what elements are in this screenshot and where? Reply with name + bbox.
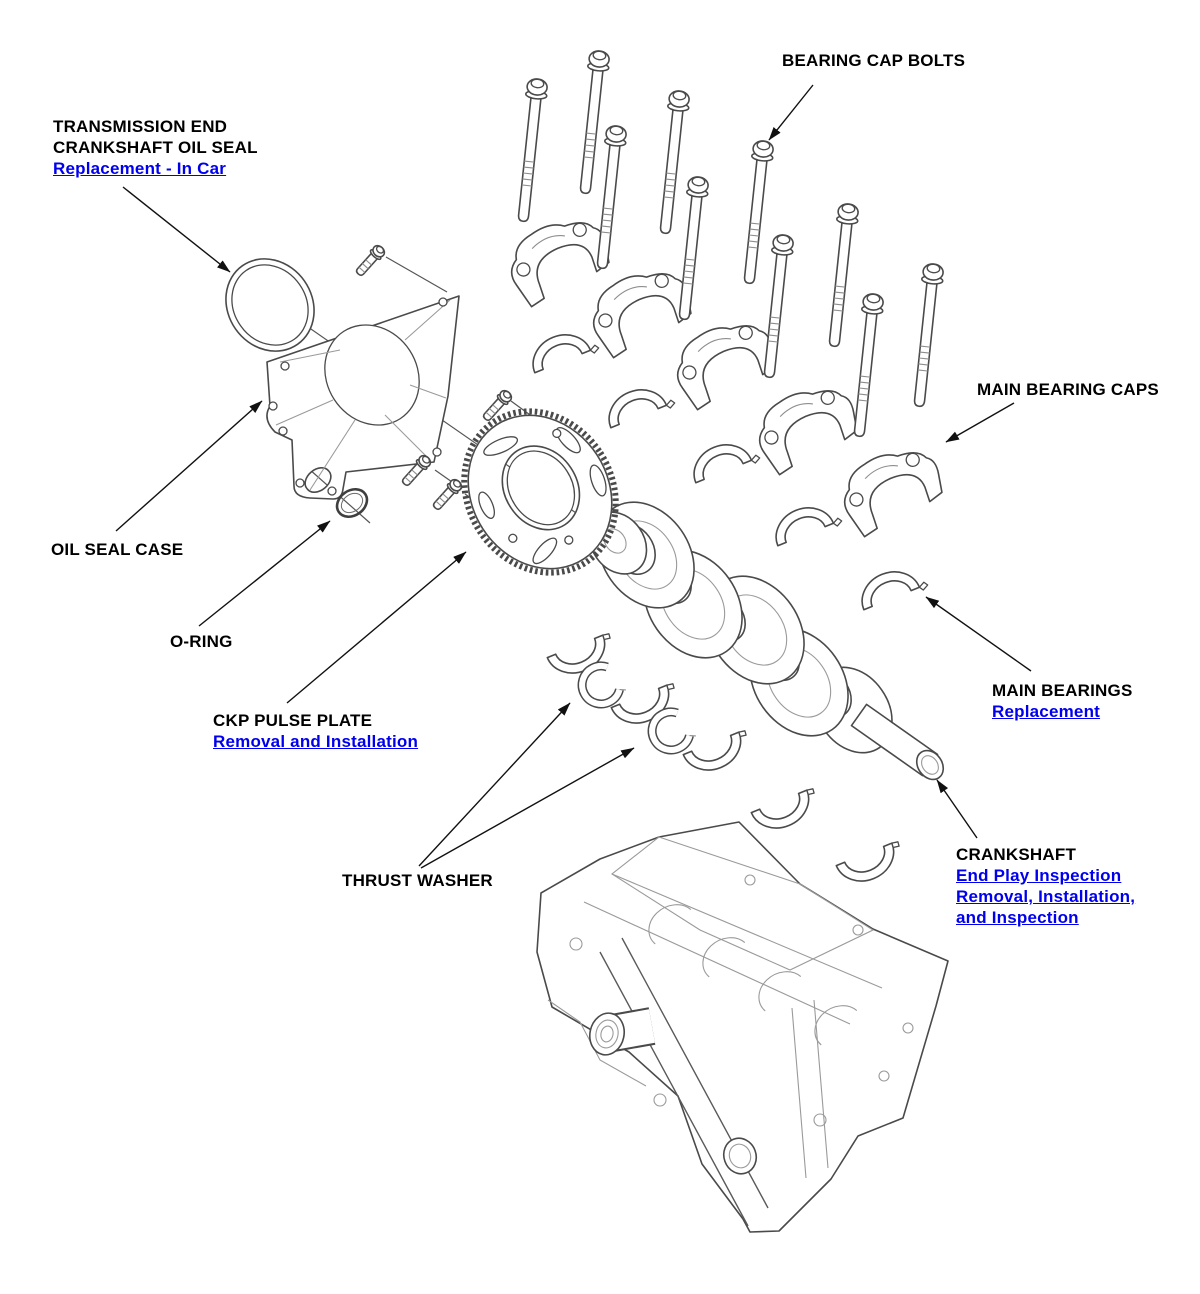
label-transmission-end-crankshaft-oil-seal: TRANSMISSION END CRANKSHAFT OIL SEAL Rep… bbox=[53, 116, 258, 179]
label-thrust-washer: THRUST WASHER bbox=[342, 870, 493, 891]
leader-ckp-pulse-plate bbox=[286, 551, 467, 704]
crankshaft-drawing bbox=[588, 501, 945, 781]
leader-bearing-cap-bolts bbox=[768, 84, 814, 141]
label-crankshaft: CRANKSHAFT End Play Inspection Removal, … bbox=[956, 844, 1135, 928]
thrust-washers-drawing bbox=[578, 661, 698, 754]
label-line: O-RING bbox=[170, 632, 233, 651]
label-main-bearing-caps: MAIN BEARING CAPS bbox=[977, 379, 1159, 400]
leader-main-bearing-caps bbox=[945, 402, 1015, 443]
label-oil-seal-case: OIL SEAL CASE bbox=[51, 539, 183, 560]
link-crankshaft-removal-installation-line2[interactable]: and Inspection bbox=[956, 908, 1079, 927]
leader-oil-seal-case bbox=[115, 400, 263, 532]
link-main-bearings-replacement[interactable]: Replacement bbox=[992, 702, 1101, 721]
label-bearing-cap-bolts: BEARING CAP BOLTS bbox=[782, 50, 965, 71]
label-line: OIL SEAL CASE bbox=[51, 540, 184, 559]
leader-thrust-washer-2 bbox=[420, 747, 635, 869]
label-main-bearings: MAIN BEARINGS Replacement bbox=[992, 680, 1133, 722]
label-line: BEARING CAP BOLTS bbox=[782, 51, 966, 70]
leader-o-ring bbox=[198, 520, 331, 627]
label-o-ring: O-RING bbox=[170, 631, 233, 652]
label-line: THRUST WASHER bbox=[342, 871, 493, 890]
leader-thrust-washer-1 bbox=[418, 702, 571, 867]
link-crankshaft-removal-installation-line1[interactable]: Removal, Installation, bbox=[956, 887, 1136, 906]
label-line: TRANSMISSION END bbox=[53, 117, 228, 136]
crankshaft-oil-seal-drawing bbox=[225, 258, 315, 352]
leader-main-bearings bbox=[925, 596, 1032, 672]
label-line: CKP PULSE PLATE bbox=[213, 711, 373, 730]
link-crankshaft-end-play-inspection[interactable]: End Play Inspection bbox=[956, 866, 1122, 885]
label-line: CRANKSHAFT OIL SEAL bbox=[53, 138, 258, 157]
leader-crankshaft bbox=[936, 779, 978, 839]
label-ckp-pulse-plate: CKP PULSE PLATE Removal and Installation bbox=[213, 710, 418, 752]
label-line: CRANKSHAFT bbox=[956, 845, 1077, 864]
o-ring-drawing bbox=[335, 487, 369, 519]
engine-block-drawing bbox=[536, 821, 949, 1233]
label-line: MAIN BEARINGS bbox=[992, 681, 1133, 700]
label-line: MAIN BEARING CAPS bbox=[977, 380, 1159, 399]
leader-arrows bbox=[115, 84, 1032, 869]
oil-seal-case-drawing bbox=[266, 295, 460, 500]
link-ckp-removal-and-installation[interactable]: Removal and Installation bbox=[213, 732, 419, 751]
link-oil-seal-replacement-in-car[interactable]: Replacement - In Car bbox=[53, 159, 227, 178]
leader-oil-seal bbox=[122, 186, 231, 273]
